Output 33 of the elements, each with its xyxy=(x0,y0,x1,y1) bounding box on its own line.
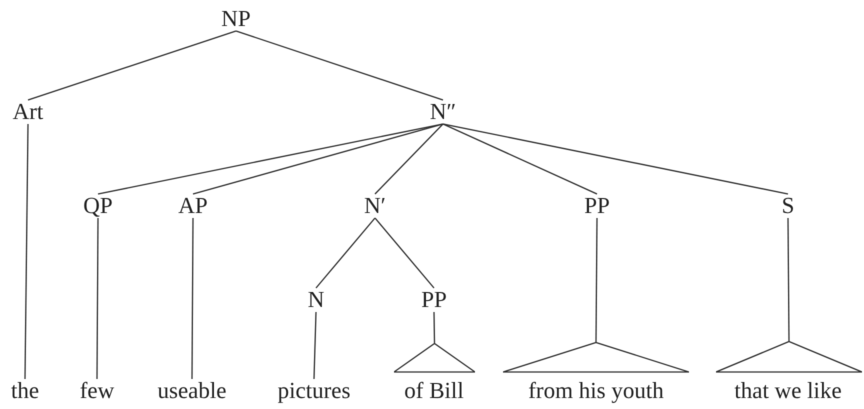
tree-branch xyxy=(316,218,376,288)
word-label: few xyxy=(80,379,114,403)
word-label: of Bill xyxy=(404,379,464,403)
category-label: NP xyxy=(221,7,251,31)
tree-branch xyxy=(192,123,444,195)
category-label: PP xyxy=(421,288,447,312)
category-label: AP xyxy=(178,194,208,218)
word-label: that we like xyxy=(734,379,842,403)
tree-branch xyxy=(442,123,788,195)
category-label: PP xyxy=(584,194,610,218)
tree-branch xyxy=(191,218,194,379)
word-label: useable xyxy=(158,379,226,403)
word-label: pictures xyxy=(278,379,350,403)
category-label: N′ xyxy=(364,194,386,218)
tree-branch xyxy=(433,312,436,344)
category-label: N xyxy=(308,288,324,312)
tree-branch xyxy=(374,218,434,288)
tree-branch xyxy=(24,124,29,379)
tree-branch xyxy=(595,218,598,342)
tree-branch xyxy=(28,30,236,101)
tree-branch xyxy=(374,124,444,194)
word-label: the xyxy=(10,379,40,403)
category-label: Art xyxy=(12,100,44,124)
tree-branch xyxy=(96,218,99,379)
category-label: N″ xyxy=(430,100,456,124)
tree-branch xyxy=(98,123,444,195)
tree-branch xyxy=(236,30,444,101)
category-label: QP xyxy=(83,194,113,218)
category-label: S xyxy=(782,194,794,218)
tree-branch xyxy=(787,218,790,341)
tree-branch xyxy=(313,312,317,380)
word-label: from his youth xyxy=(528,379,664,403)
tree-branch xyxy=(442,123,598,195)
